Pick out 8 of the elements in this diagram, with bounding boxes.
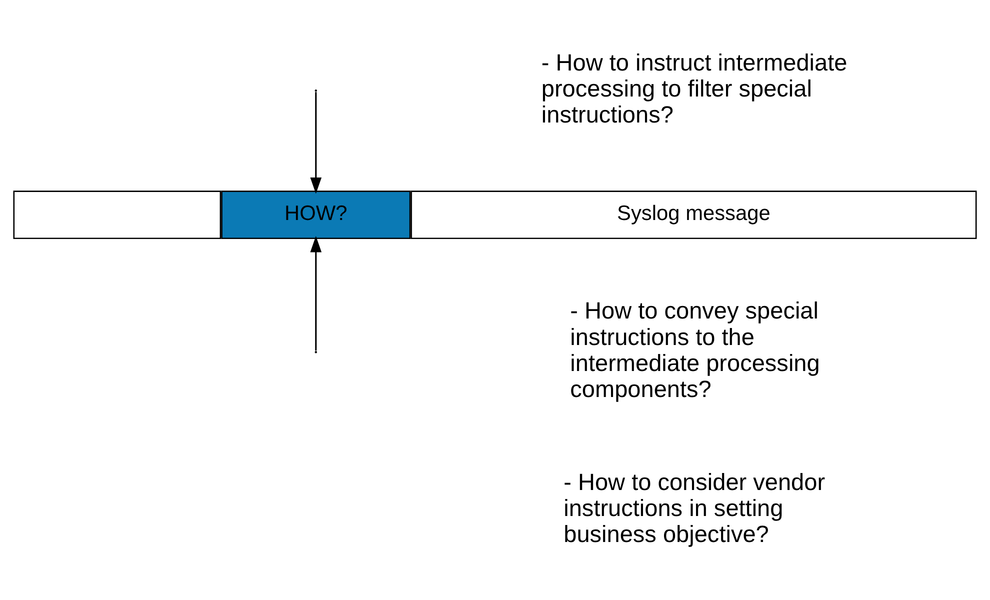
label: - How to instruct intermediate processing to filter special instructions? <box>541 48 848 128</box>
arrow <box>310 92 322 194</box>
node-box: HOW? <box>221 190 411 239</box>
node-box: Syslog message <box>410 190 977 239</box>
label: - How to convey special instructions to the intermediate processing components? <box>570 297 820 402</box>
label: - How to consider vendor instructions in setting business objective? <box>564 468 826 547</box>
arrow <box>310 236 322 350</box>
node-box <box>13 190 222 239</box>
